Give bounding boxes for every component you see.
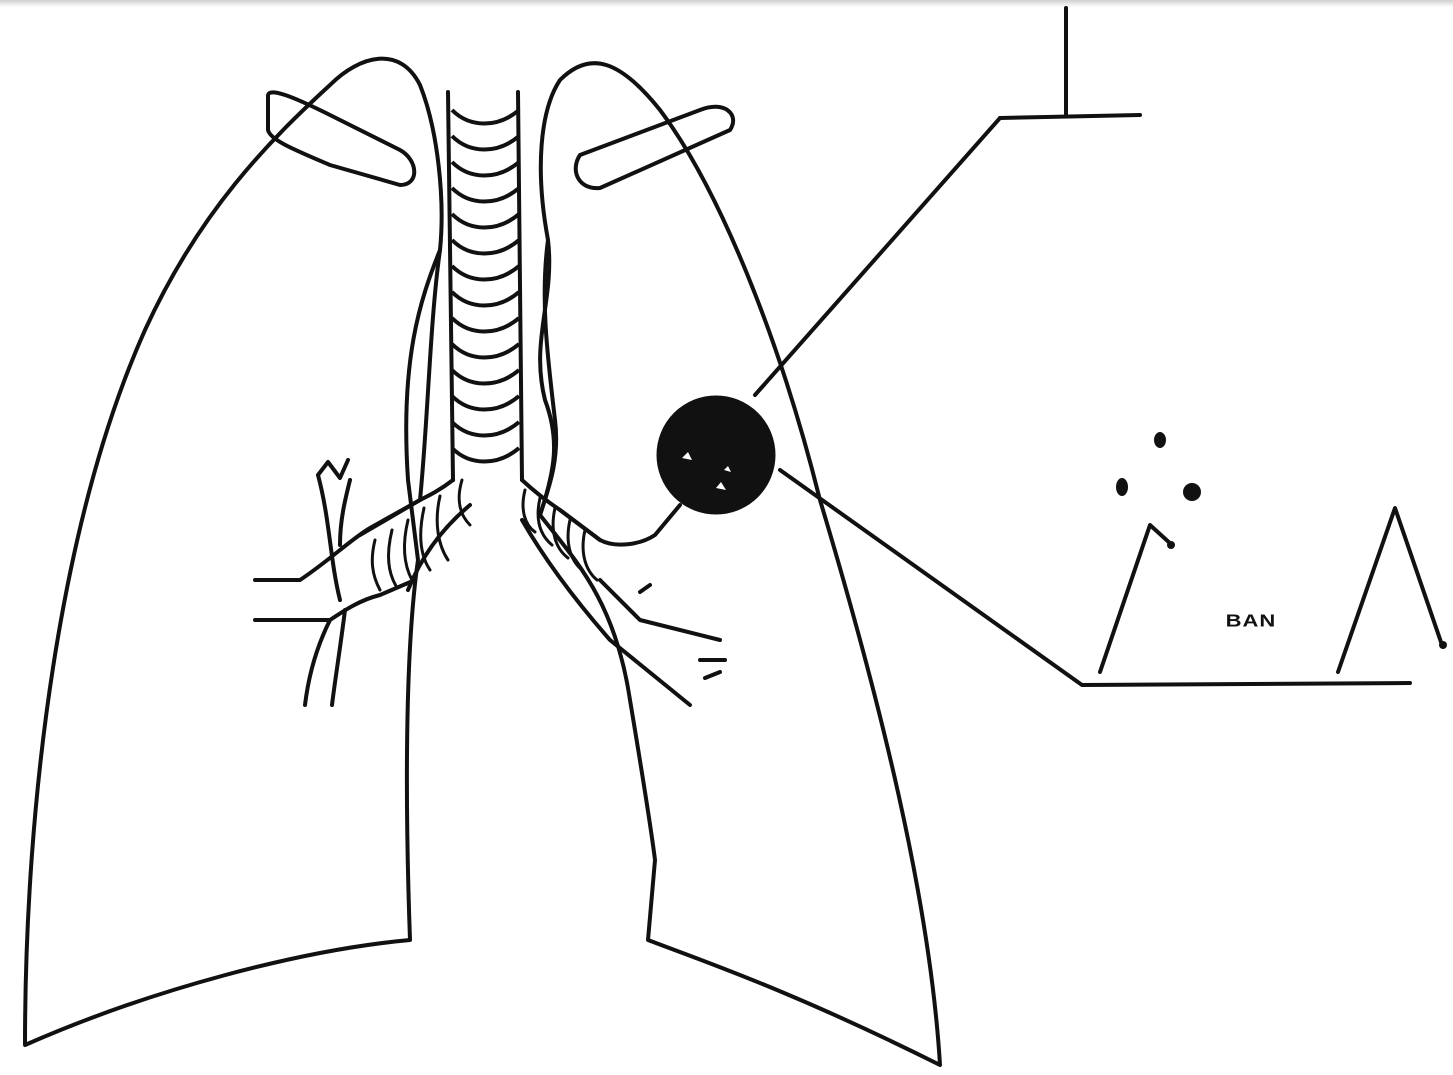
trachea-ring <box>452 292 519 306</box>
left-clavicle <box>576 107 733 188</box>
probe-arm <box>1000 115 1140 118</box>
trachea-ring <box>452 110 519 124</box>
trachea-ring <box>452 188 519 202</box>
callout-peak-right <box>1338 508 1442 672</box>
callout-label: BAN <box>1196 609 1306 633</box>
carina <box>360 480 600 540</box>
trachea-rings <box>452 110 519 462</box>
trachea-ring <box>452 240 519 254</box>
probe-line-to-lesion <box>755 118 1000 395</box>
trachea-ring <box>452 370 519 384</box>
trachea-ring <box>452 396 519 410</box>
trachea-ring <box>452 344 519 358</box>
right-clavicle <box>268 92 414 185</box>
trachea-ring <box>452 422 519 436</box>
trachea-ring <box>452 214 519 228</box>
left-lung-outline <box>540 63 940 1065</box>
callout-line-lower <box>780 470 1410 685</box>
trachea-ring <box>452 136 519 150</box>
trachea-ring <box>452 266 519 280</box>
left-bronchus-rings <box>523 490 597 580</box>
lesion-mass <box>658 397 774 513</box>
right-bronchial-branches <box>305 460 350 705</box>
trachea-ring <box>452 448 519 462</box>
trachea-ring <box>452 318 519 332</box>
right-lung-outline <box>25 59 442 1045</box>
trachea-ring <box>452 162 519 176</box>
mediastinal-line-left <box>420 250 440 500</box>
callout-peak-left <box>1100 525 1172 672</box>
